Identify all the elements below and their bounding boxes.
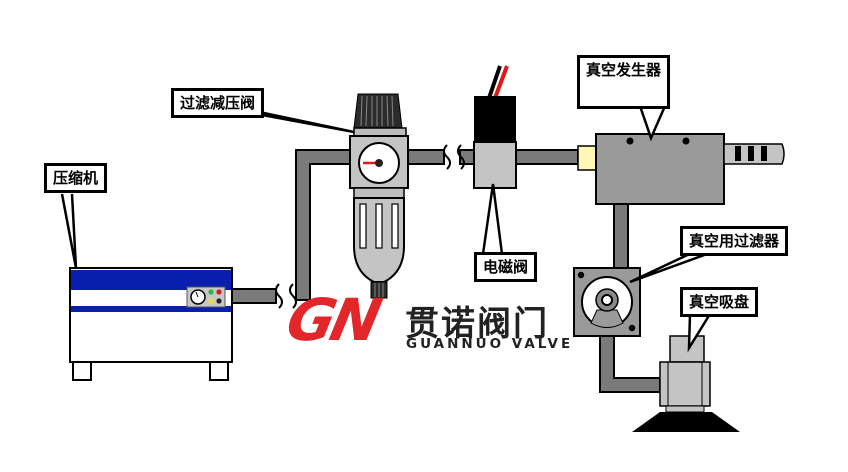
vacuum-generator <box>577 133 785 205</box>
label-vacuum-generator: 真空发生器 <box>577 55 671 109</box>
label-vacuum-suction-cup: 真空吸盘 <box>680 287 759 317</box>
label-vacuum-filter: 真空用过滤器 <box>680 226 789 256</box>
filter-regulator-valve <box>349 93 409 299</box>
label-compressor: 压缩机 <box>44 163 108 193</box>
brand-logo-mark: GN <box>280 286 384 354</box>
compressor <box>69 267 233 381</box>
vacuum-suction-cup <box>632 335 740 432</box>
pipe-break-marks <box>275 144 465 309</box>
brand-name-cn: 贯诺阀门 <box>405 304 549 344</box>
solenoid-valve <box>473 65 517 189</box>
vacuum-filter <box>573 267 641 337</box>
label-solenoid-valve: 电磁阀 <box>474 252 538 282</box>
brand-name-en: GUANNUO VALVE <box>406 336 574 352</box>
label-filter-regulator-valve: 过滤减压阀 <box>171 88 265 118</box>
compressor-control-panel <box>186 286 226 308</box>
